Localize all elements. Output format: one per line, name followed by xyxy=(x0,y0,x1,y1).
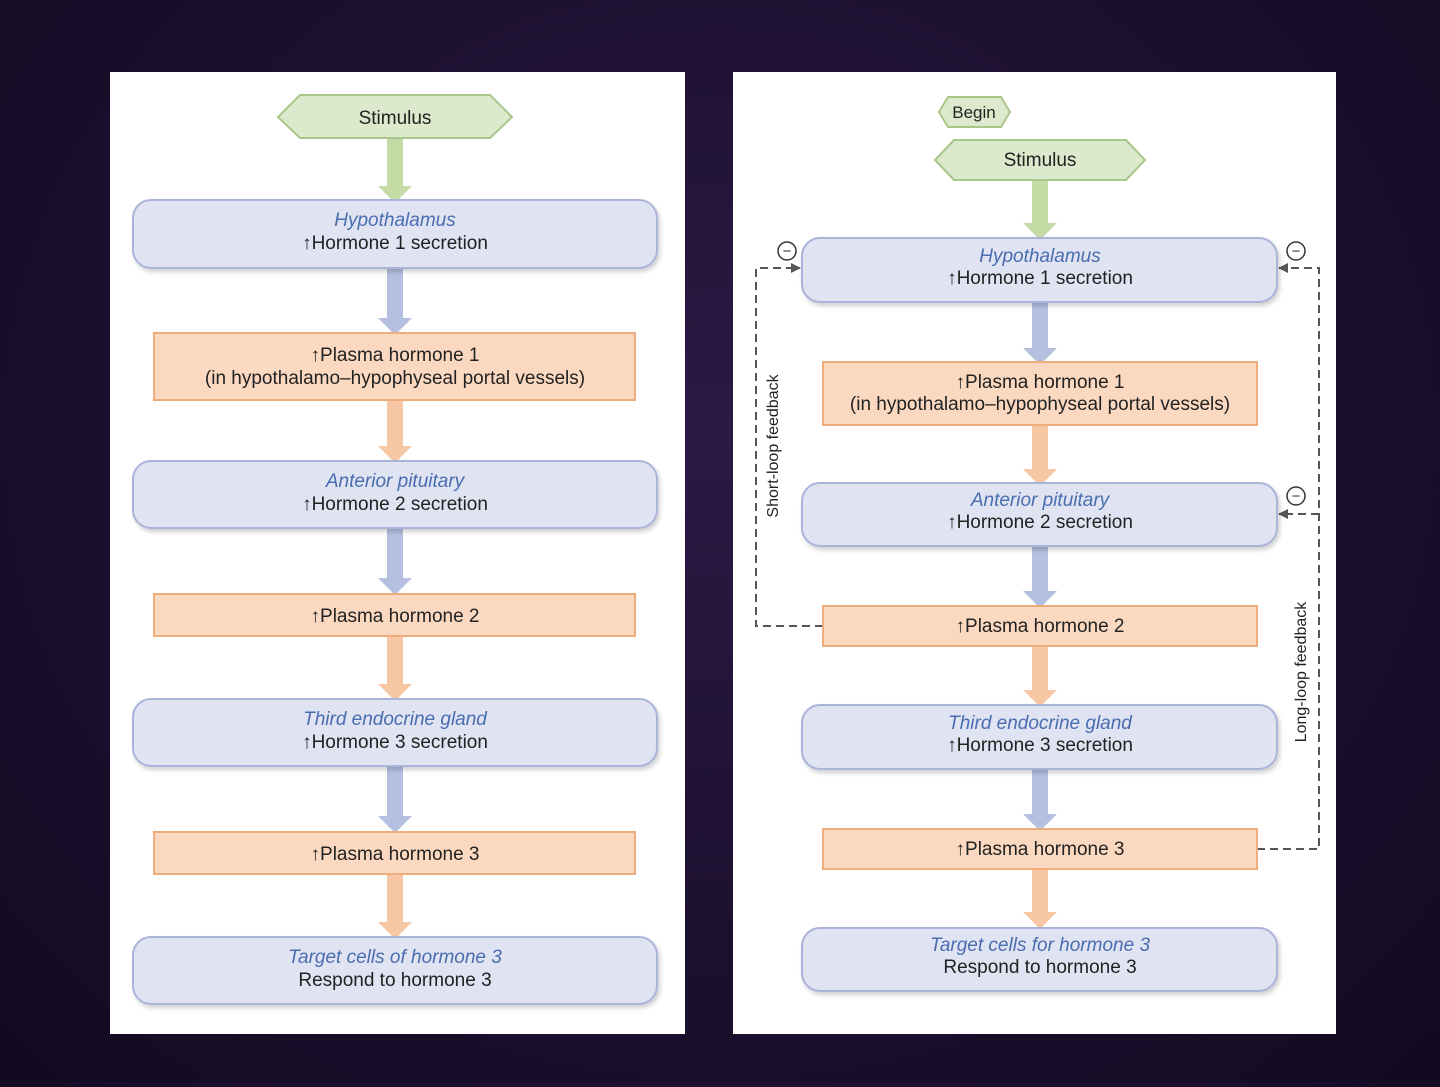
right-third-text: ↑Hormone 3 secretion xyxy=(947,735,1133,756)
long-loop-label: Long-loop feedback xyxy=(1293,601,1310,743)
right-plasma1-box: ↑Plasma hormone 1 (in hypothalamo–hypoph… xyxy=(822,361,1258,426)
left-stimulus-label: Stimulus xyxy=(359,108,432,129)
left-anterior-title: Anterior pituitary xyxy=(325,471,466,492)
right-anterior-title: Anterior pituitary xyxy=(970,490,1111,511)
inhibit-symbol-hypothalamus-right: − xyxy=(1286,241,1306,261)
right-third-box: Third endocrine gland ↑Hormone 3 secreti… xyxy=(801,704,1278,770)
right-plasma1-line1: ↑Plasma hormone 1 xyxy=(956,372,1125,393)
long-loop-feedback: Long-loop feedback xyxy=(1257,263,1320,850)
right-plasma3-box: ↑Plasma hormone 3 xyxy=(822,828,1258,870)
left-plasma2-box: ↑Plasma hormone 2 xyxy=(153,593,636,637)
arrow-anterior-to-plasma2 xyxy=(378,528,412,595)
right-stimulus-label: Stimulus xyxy=(1004,150,1077,171)
right-anterior-text: ↑Hormone 2 secretion xyxy=(947,512,1133,533)
left-stimulus: Stimulus xyxy=(276,94,514,139)
arrow-plasma1-to-anterior xyxy=(378,400,412,463)
left-hypothalamus-title: Hypothalamus xyxy=(334,210,456,231)
inhibit-sign: − xyxy=(783,243,792,260)
right-target-text: Respond to hormone 3 xyxy=(943,957,1136,978)
arrow-stimulus-to-hypothalamus xyxy=(378,138,412,203)
left-plasma3-line1: ↑Plasma hormone 3 xyxy=(311,844,480,865)
short-loop-feedback: Short-loop feedback xyxy=(755,263,823,627)
right-panel: Short-loop feedback Long-loop feedback −… xyxy=(733,72,1336,1034)
right-target-box: Target cells for hormone 3 Respond to ho… xyxy=(801,927,1278,992)
right-arrows xyxy=(1023,180,1057,929)
arrow-third-to-plasma3 xyxy=(378,766,412,833)
arrow-r-anterior-to-plasma2 xyxy=(1023,546,1057,608)
begin-badge: Begin xyxy=(937,96,1012,128)
right-hypothalamus-title: Hypothalamus xyxy=(979,246,1101,267)
inhibit-sign: − xyxy=(1292,243,1301,260)
left-anterior-text: ↑Hormone 2 secretion xyxy=(302,494,488,515)
inhibit-symbol-hypothalamus-left: − xyxy=(777,241,797,261)
begin-label: Begin xyxy=(952,103,995,122)
left-plasma1-line1: ↑Plasma hormone 1 xyxy=(311,345,480,366)
arrow-plasma3-to-target xyxy=(378,874,412,939)
right-third-title: Third endocrine gland xyxy=(948,713,1133,734)
arrow-r-stimulus-to-hypothalamus xyxy=(1023,180,1057,240)
left-plasma1-box: ↑Plasma hormone 1 (in hypothalamo–hypoph… xyxy=(153,332,636,401)
left-arrows xyxy=(378,138,412,939)
short-loop-label: Short-loop feedback xyxy=(765,373,782,517)
right-plasma1-line2: (in hypothalamo–hypophyseal portal vesse… xyxy=(850,394,1230,415)
arrow-r-plasma3-to-target xyxy=(1023,869,1057,929)
left-target-box: Target cells of hormone 3 Respond to hor… xyxy=(132,936,658,1005)
left-hypothalamus-box: Hypothalamus ↑Hormone 1 secretion xyxy=(132,199,658,269)
arrow-plasma2-to-third xyxy=(378,636,412,701)
arrow-r-plasma2-to-third xyxy=(1023,646,1057,707)
arrow-r-plasma1-to-anterior xyxy=(1023,425,1057,486)
left-anterior-box: Anterior pituitary ↑Hormone 2 secretion xyxy=(132,460,658,529)
left-target-title: Target cells of hormone 3 xyxy=(288,947,502,968)
left-hypothalamus-text: ↑Hormone 1 secretion xyxy=(302,233,488,254)
right-anterior-box: Anterior pituitary ↑Hormone 2 secretion xyxy=(801,482,1278,547)
left-plasma1-line2: (in hypothalamo–hypophyseal portal vesse… xyxy=(205,368,585,389)
left-third-text: ↑Hormone 3 secretion xyxy=(302,732,488,753)
left-third-box: Third endocrine gland ↑Hormone 3 secreti… xyxy=(132,698,658,767)
right-stimulus: Stimulus xyxy=(933,139,1147,181)
inhibit-sign: − xyxy=(1292,488,1301,505)
right-plasma2-box: ↑Plasma hormone 2 xyxy=(822,605,1258,647)
left-third-title: Third endocrine gland xyxy=(303,709,488,730)
right-hypothalamus-box: Hypothalamus ↑Hormone 1 secretion xyxy=(801,237,1278,303)
right-hypothalamus-text: ↑Hormone 1 secretion xyxy=(947,268,1133,289)
right-plasma2-line1: ↑Plasma hormone 2 xyxy=(956,616,1125,637)
left-target-text: Respond to hormone 3 xyxy=(298,970,491,991)
inhibit-symbol-anterior: − xyxy=(1286,486,1306,506)
right-plasma3-line1: ↑Plasma hormone 3 xyxy=(956,839,1125,860)
arrow-r-hypothalamus-to-plasma1 xyxy=(1023,302,1057,365)
arrow-hypothalamus-to-plasma1 xyxy=(378,268,412,335)
arrow-r-third-to-plasma3 xyxy=(1023,769,1057,831)
left-plasma2-line1: ↑Plasma hormone 2 xyxy=(311,606,480,627)
right-target-title: Target cells for hormone 3 xyxy=(930,935,1150,956)
left-panel: Stimulus Hypothalamus ↑Hormone 1 secreti… xyxy=(110,72,685,1034)
left-plasma3-box: ↑Plasma hormone 3 xyxy=(153,831,636,875)
